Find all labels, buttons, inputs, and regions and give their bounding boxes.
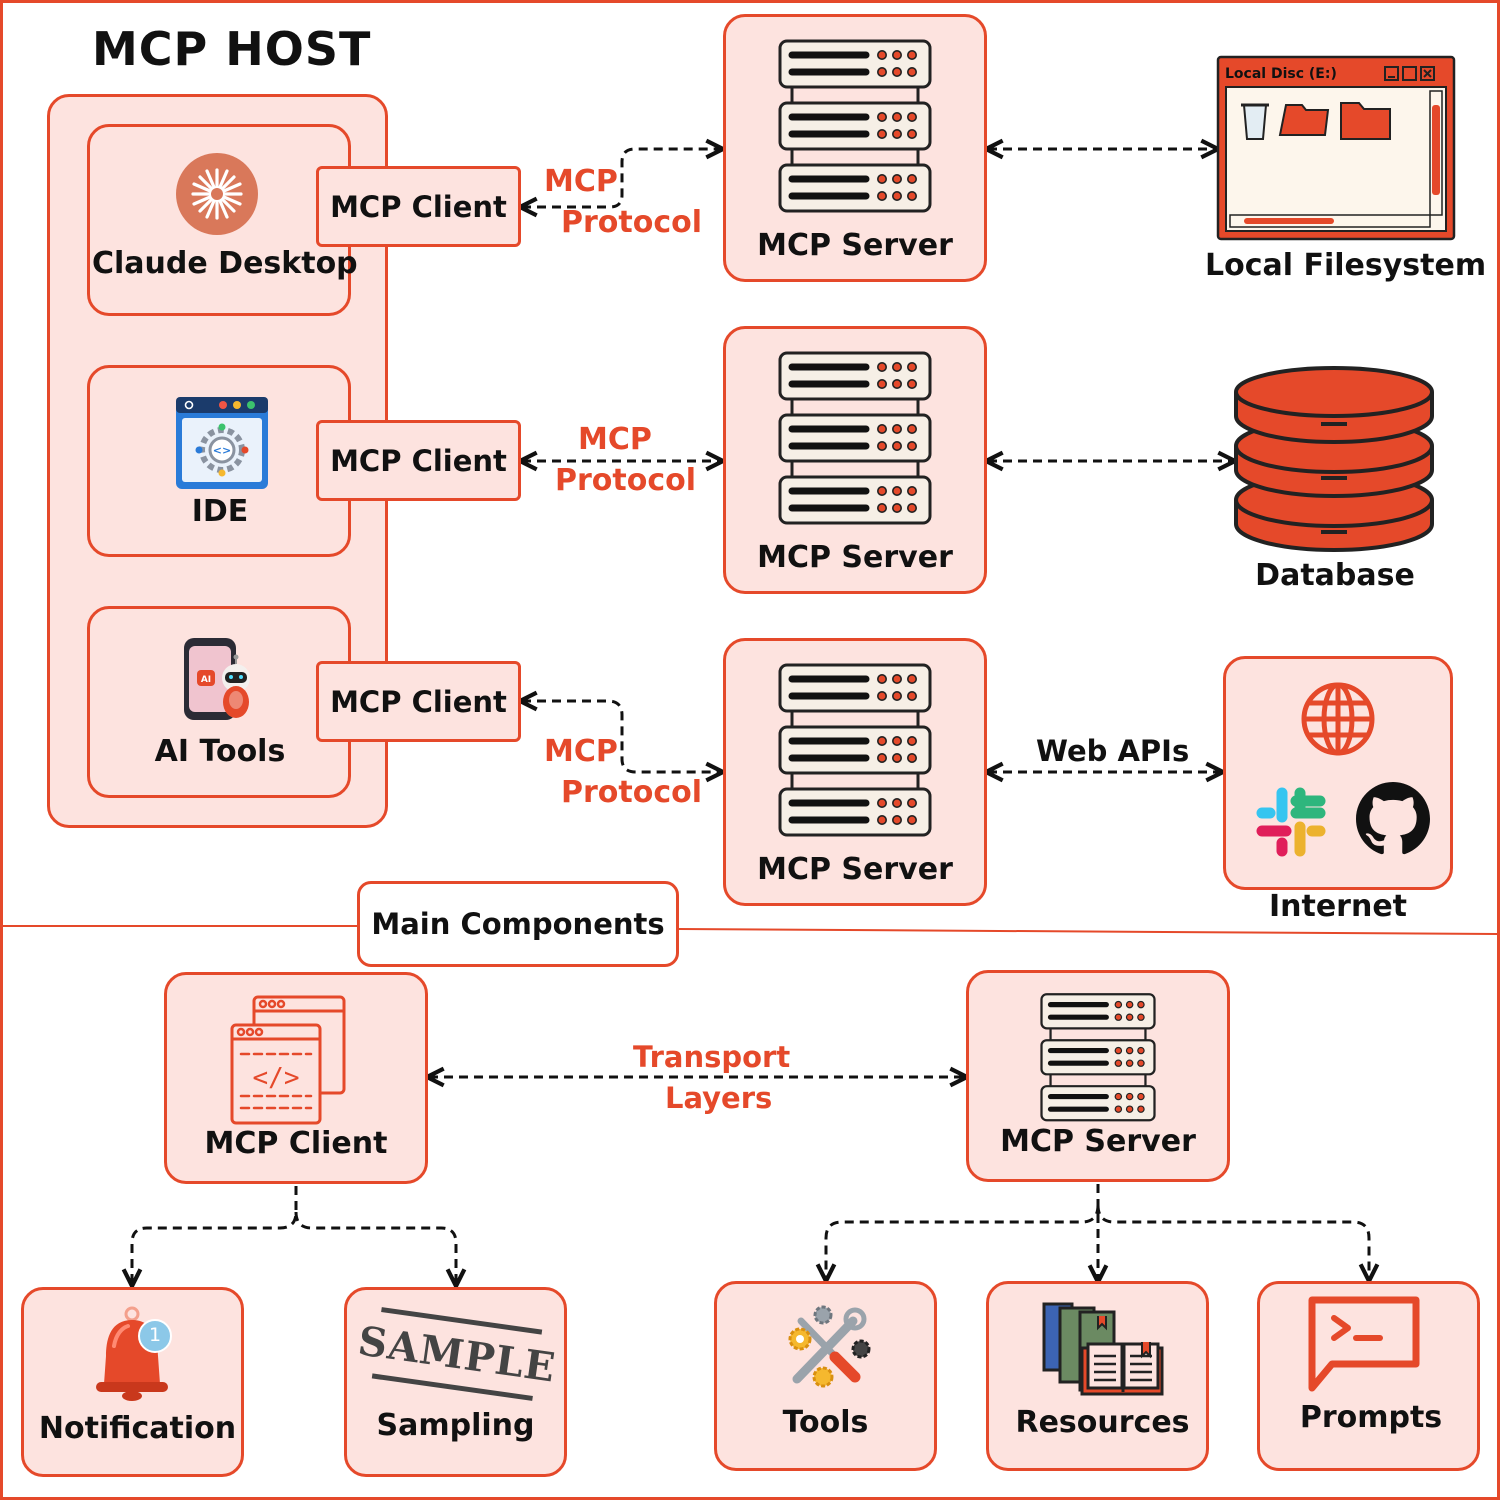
filesystem-window-title: Local Disc (E:) <box>1225 66 1337 82</box>
feature-label-tools: Tools <box>782 1405 869 1440</box>
internet-label: Internet <box>1268 889 1408 924</box>
mcp-client-tag-1[interactable]: MCP Client <box>316 166 521 247</box>
protocol-arrow-3 <box>522 701 721 772</box>
app-label-ai-tools: AI Tools <box>154 734 286 769</box>
protocol-label-3-line1: MCP <box>544 734 618 769</box>
database-icon <box>1234 366 1434 552</box>
component-client-label: MCP Client <box>204 1126 388 1161</box>
sample-stamp-text: SAMPLE <box>355 1316 559 1392</box>
protocol-label-2-line1: MCP <box>578 422 652 457</box>
tools-gear-icon <box>788 1305 871 1388</box>
transport-label-line1: Transport <box>633 1040 791 1074</box>
mcp-server-label-1: MCP Server <box>757 228 953 263</box>
protocol-label-3-line2: Protocol <box>561 775 703 810</box>
feature-label-prompts: Prompts <box>1299 1400 1443 1435</box>
component-server-label: MCP Server <box>1000 1124 1196 1159</box>
server-rack-icon <box>1040 992 1156 1124</box>
transport-label-line2: Layers <box>665 1081 773 1115</box>
mcp-client-tag-3[interactable]: MCP Client <box>316 661 521 742</box>
svg-text:AI: AI <box>201 675 211 685</box>
feature-label-resources: Resources <box>1015 1405 1190 1440</box>
filesystem-window-icon <box>1216 55 1456 241</box>
server-rack-icon <box>778 662 932 840</box>
github-icon <box>1356 782 1430 855</box>
protocol-label-1-line1: MCP <box>544 164 618 199</box>
app-label-ide: IDE <box>191 494 249 529</box>
mcp-client-tag-2[interactable]: MCP Client <box>316 420 521 501</box>
feature-label-sampling: Sampling <box>376 1408 535 1443</box>
feature-card-sampling[interactable] <box>344 1287 567 1477</box>
feature-card-prompts[interactable] <box>1257 1281 1480 1471</box>
mcp-server-label-3: MCP Server <box>757 852 953 887</box>
server-rack-icon <box>778 350 932 528</box>
ai-robot-phone-icon: AI <box>184 638 250 720</box>
prompt-terminal-icon <box>1308 1296 1420 1392</box>
globe-icon <box>1301 682 1375 756</box>
section-divider-right <box>678 928 1498 935</box>
filesystem-label: Local Filesystem <box>1205 248 1487 283</box>
app-label-claude-desktop: Claude Desktop <box>92 246 358 281</box>
web-apis-label: Web APIs <box>1036 734 1190 768</box>
feature-label-notification: Notification <box>38 1411 237 1446</box>
host-title: MCP HOST <box>92 22 372 76</box>
client-tree <box>132 1186 298 1284</box>
ide-window-icon: <> <box>176 397 268 489</box>
mcp-server-label-2: MCP Server <box>757 540 953 575</box>
books-icon <box>1042 1302 1164 1396</box>
protocol-label-1-line2: Protocol <box>561 205 703 240</box>
notification-badge: 1 <box>148 1324 162 1346</box>
bell-icon <box>96 1306 172 1401</box>
protocol-arrow-1 <box>522 149 721 207</box>
svg-text:</>: </> <box>253 1063 300 1093</box>
slack-icon <box>1256 787 1326 857</box>
claude-logo-icon <box>176 153 258 235</box>
svg-text:<>: <> <box>213 444 231 457</box>
main-components-heading: Main Components <box>357 881 679 967</box>
protocol-label-2-line2: Protocol <box>555 463 697 498</box>
code-window-icon: </> <box>230 995 346 1125</box>
server-rack-icon <box>778 38 932 216</box>
database-label: Database <box>1255 558 1415 593</box>
